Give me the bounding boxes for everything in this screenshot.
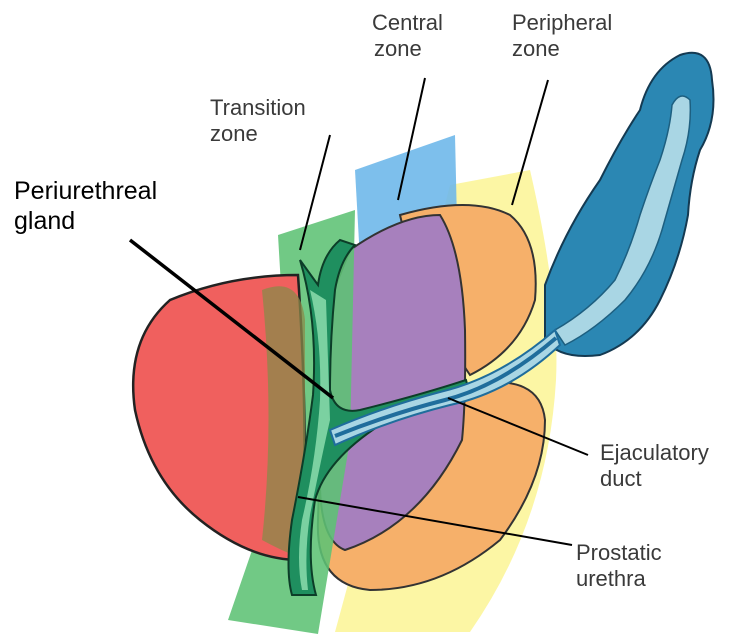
label-peripheral-zone: Peripheral zone <box>512 10 612 63</box>
label-prostatic-urethra: Prostatic urethra <box>576 540 662 593</box>
label-ejaculatory-duct: Ejaculatory duct <box>600 440 709 493</box>
label-central-zone-line1: Central <box>372 10 443 36</box>
label-transition-zone: Transition zone <box>210 95 306 148</box>
label-transition-zone-line2: zone <box>210 121 306 147</box>
label-transition-zone-line1: Transition <box>210 95 306 121</box>
label-central-zone: Central zone <box>372 10 443 63</box>
label-peripheral-zone-line1: Peripheral <box>512 10 612 36</box>
label-peripheral-zone-line2: zone <box>512 36 612 62</box>
label-central-zone-line2: zone <box>372 36 443 62</box>
label-periurethreal-gland-line1: Periurethreal <box>14 176 157 206</box>
label-ejaculatory-duct-line1: Ejaculatory <box>600 440 709 466</box>
label-ejaculatory-duct-line2: duct <box>600 466 709 492</box>
label-prostatic-urethra-line1: Prostatic <box>576 540 662 566</box>
label-periurethreal-gland: Periurethreal gland <box>14 176 157 236</box>
label-prostatic-urethra-line2: urethra <box>576 566 662 592</box>
label-periurethreal-gland-line2: gland <box>14 206 157 236</box>
